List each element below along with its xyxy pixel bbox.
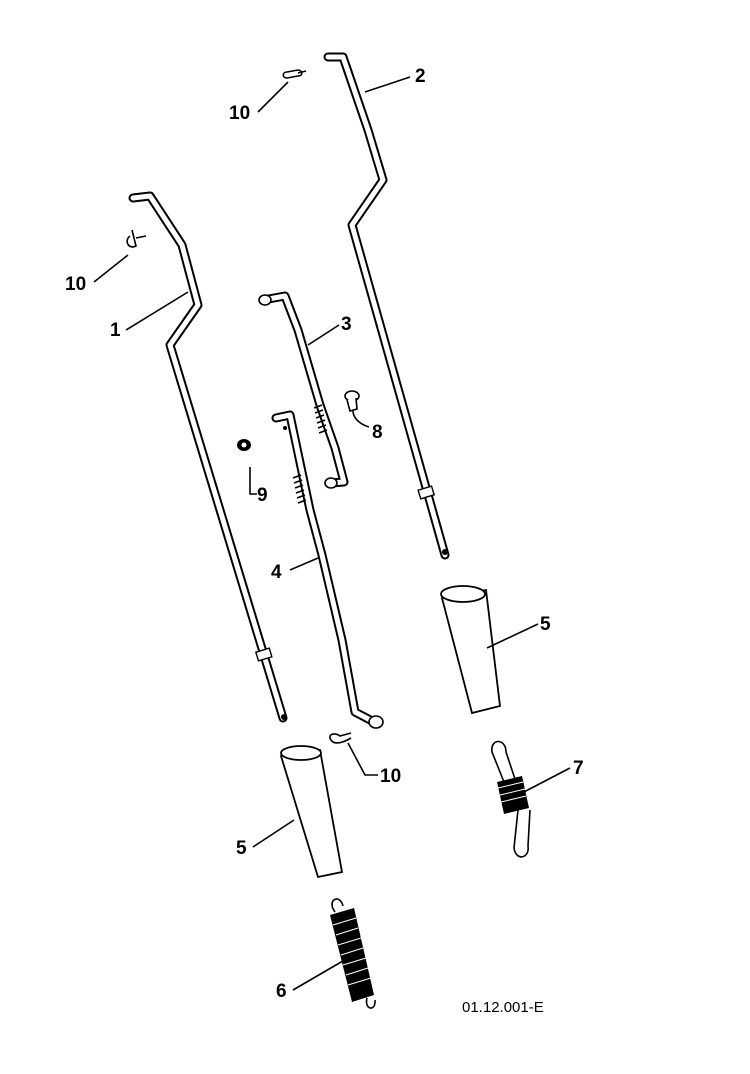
callout-6: 6 [276,981,287,1002]
callout-10-left: 10 [65,274,86,295]
callout-10-bottom: 10 [380,766,401,787]
callout-labels: 1 2 3 4 5 5 6 7 8 9 10 10 10 [65,66,584,1002]
callout-9: 9 [257,485,268,506]
control-rod-1 [128,191,288,723]
link-rod-3-spring-section [313,404,328,434]
clip-10-left [126,229,147,248]
control-rod-2 [323,52,450,560]
callout-8: 8 [372,422,383,443]
sleeve-5-lower [279,745,344,879]
extension-spring-6 [330,898,376,1009]
clip-10-top [282,69,307,79]
callout-1: 1 [110,320,121,341]
pin-8 [344,390,360,412]
diagram-reference-code: 01.12.001-E [462,999,544,1016]
callout-3: 3 [341,314,352,335]
leader-lines [93,76,571,991]
spring-7 [491,740,531,858]
nut-9 [237,439,251,451]
callout-5-upper: 5 [540,614,551,635]
link-rod-4-spring-section [292,474,307,504]
link-rod-3 [258,291,349,489]
callout-4: 4 [271,562,282,583]
callout-5-lower: 5 [236,838,247,859]
callout-7: 7 [573,758,584,779]
callout-2: 2 [415,66,426,87]
link-rod-4 [271,410,384,729]
callout-10-top: 10 [229,103,250,124]
clip-10-bottom [329,732,352,744]
sleeve-5-upper [440,585,501,715]
